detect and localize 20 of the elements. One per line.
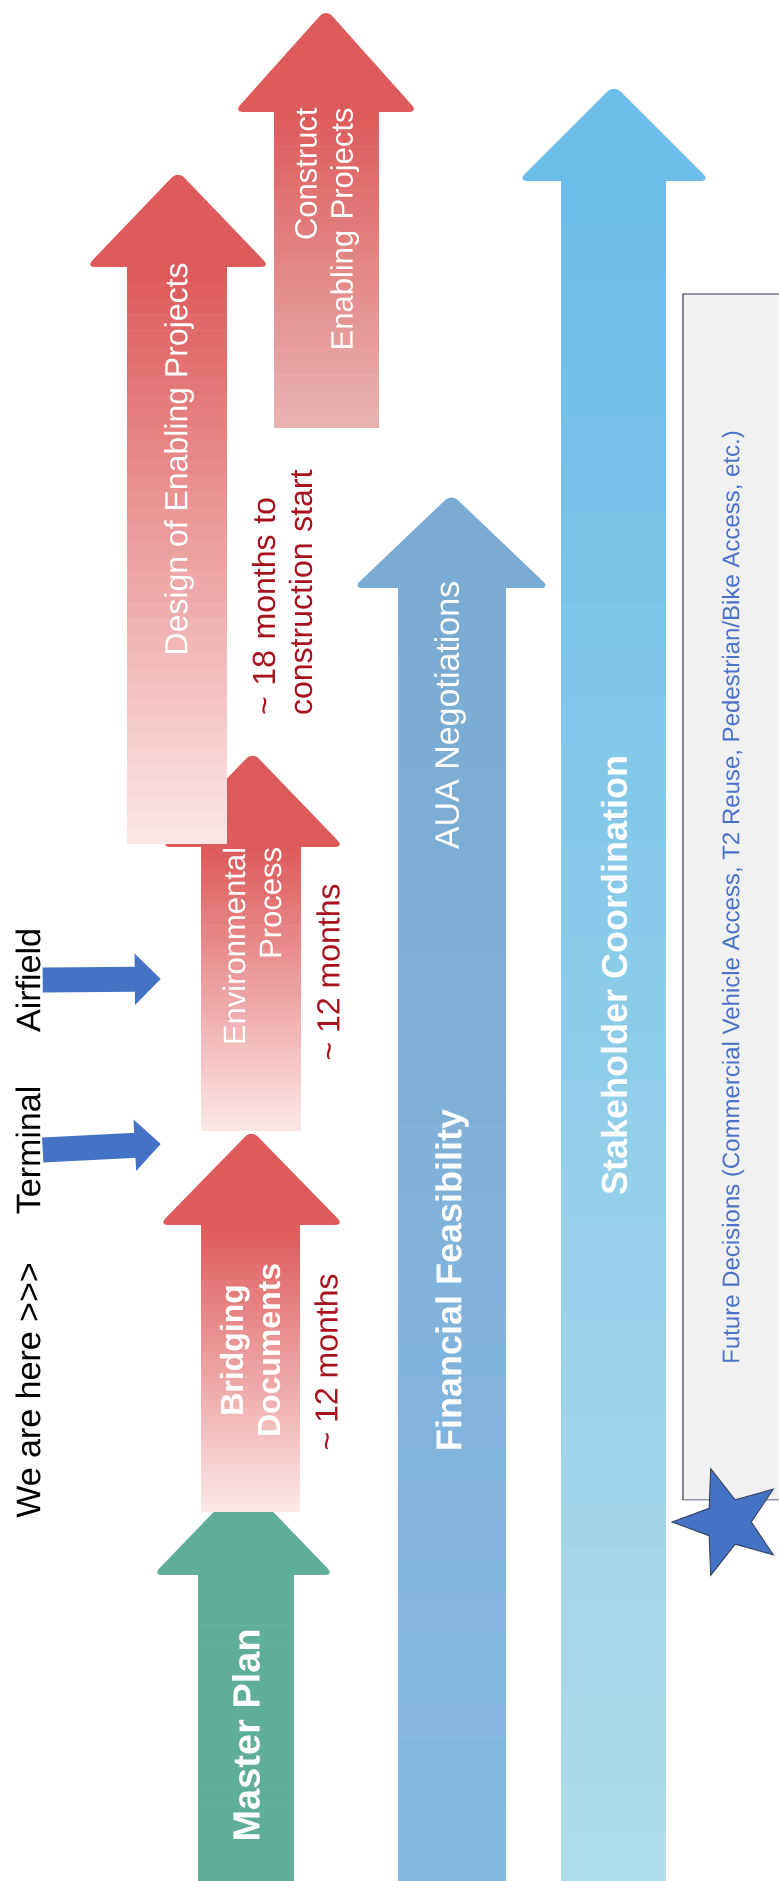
milestone-label: Terminal (15, 1088, 41, 1214)
milestone-label: Airfield (15, 930, 41, 1032)
node-label: Stakeholder Coordination (600, 757, 628, 1194)
duration-label: ~ 12 months (314, 1274, 338, 1450)
node-label: Environmental Process (222, 848, 282, 1043)
star-icon (671, 1468, 774, 1576)
node-label: Design of Enabling Projects (164, 263, 194, 653)
node-label: AUA Negotiations (434, 582, 466, 850)
node-label: Bridging Documents (219, 1264, 281, 1435)
node-label: Master Plan (232, 1630, 260, 1840)
stage-banner: Financial Feasibility AUA Negotiations (357, 497, 546, 1881)
pointer-label: We are here >>> (15, 1263, 41, 1518)
node-label: Financial Feasibility (435, 1109, 469, 1449)
node-label: Construct Enabling Projects (294, 107, 360, 348)
note-box: Future Decisions (Commercial Vehicle Access, T2 Reuse, Pedestrian/Bike Access, etc.) (682, 293, 779, 1501)
stage-banner: Stakeholder Coordination (522, 88, 706, 1881)
duration-label: ~ 12 months (316, 884, 340, 1060)
duration-label: ~ 18 months to construction start (251, 469, 313, 714)
stage-banner: Master Plan (157, 1484, 330, 1881)
stage-banner: Construct Enabling Projects (238, 12, 414, 428)
